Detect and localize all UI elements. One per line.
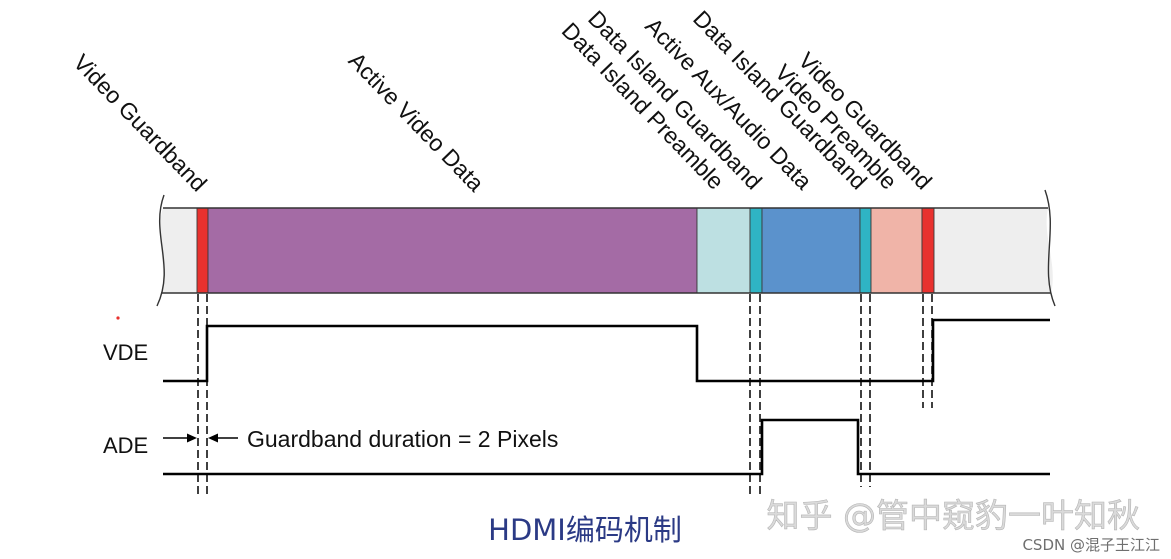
vde-signal: VDE [103,318,1050,383]
label-video-guardband-left: Video Guardband [68,49,212,196]
arrow-left-head [208,433,218,443]
segment-data-island-preamble [696,207,751,294]
segment-video-guardband-left [196,207,209,294]
red-dot-mark [116,316,120,320]
segment-aux-audio-data [761,207,861,294]
zhihu-watermark: 知乎 @管中窥豹一叶知秋 [767,496,1141,535]
arrow-right-head [187,433,197,443]
data-period-bar [156,189,1056,307]
vde-waveform [163,318,1050,383]
label-active-video-data: Active Video Data [344,47,490,196]
bar-right-break [1044,189,1056,307]
vde-label: VDE [103,340,148,365]
label-data-island-preamble: Data Island Preamble [557,17,729,194]
segment-data-island-guardband-leading [749,207,763,294]
timing-markers [197,294,933,497]
period-labels: Video Guardband Active Video Data Data I… [68,5,937,196]
guardband-duration-annotation: Guardband duration = 2 Pixels [163,426,558,452]
segment-video-preamble [870,207,923,294]
segment-data-island-guardband-trailing [859,207,872,294]
segment-video-guardband-right [921,207,935,294]
segment-active-video [207,207,698,294]
guardband-duration-text: Guardband duration = 2 Pixels [247,426,558,452]
ade-signal: ADE [103,418,1050,476]
bar-left-break [156,194,165,307]
diagram-caption: HDMI编码机制 [488,513,682,547]
ade-waveform [163,418,1050,476]
csdn-watermark: CSDN @混子王江江 [1022,536,1160,554]
ade-label: ADE [103,433,148,458]
